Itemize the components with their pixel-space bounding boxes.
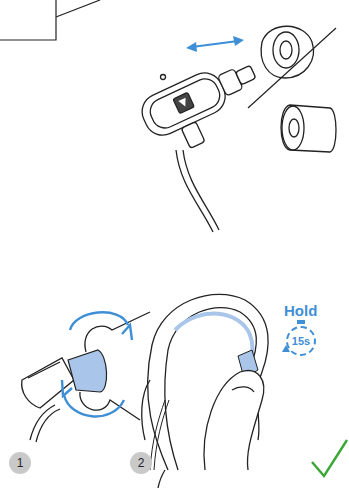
- step-number: 2: [130, 452, 152, 474]
- node-text: 1: [17, 456, 24, 470]
- ear-tip: [261, 26, 313, 78]
- node-text: 15s: [292, 335, 310, 347]
- foam-tip: [281, 105, 336, 152]
- earphone: [136, 53, 271, 232]
- ear-outline: [142, 294, 268, 488]
- foam-tip-squeezed: [68, 350, 107, 392]
- rotate-arrows: [62, 312, 132, 416]
- callout-frame: [0, 0, 100, 40]
- timer-icon: 15s: [286, 326, 316, 356]
- cable-small: [150, 400, 169, 470]
- fingers: [80, 312, 150, 420]
- step-number: 1: [9, 452, 31, 474]
- divider-line: [248, 28, 336, 108]
- pressing-finger: [204, 371, 264, 470]
- move-arrow: [186, 36, 244, 52]
- check-mark: [312, 440, 347, 476]
- instruction-label: Hold: [284, 302, 317, 319]
- node-text: 2: [138, 456, 145, 470]
